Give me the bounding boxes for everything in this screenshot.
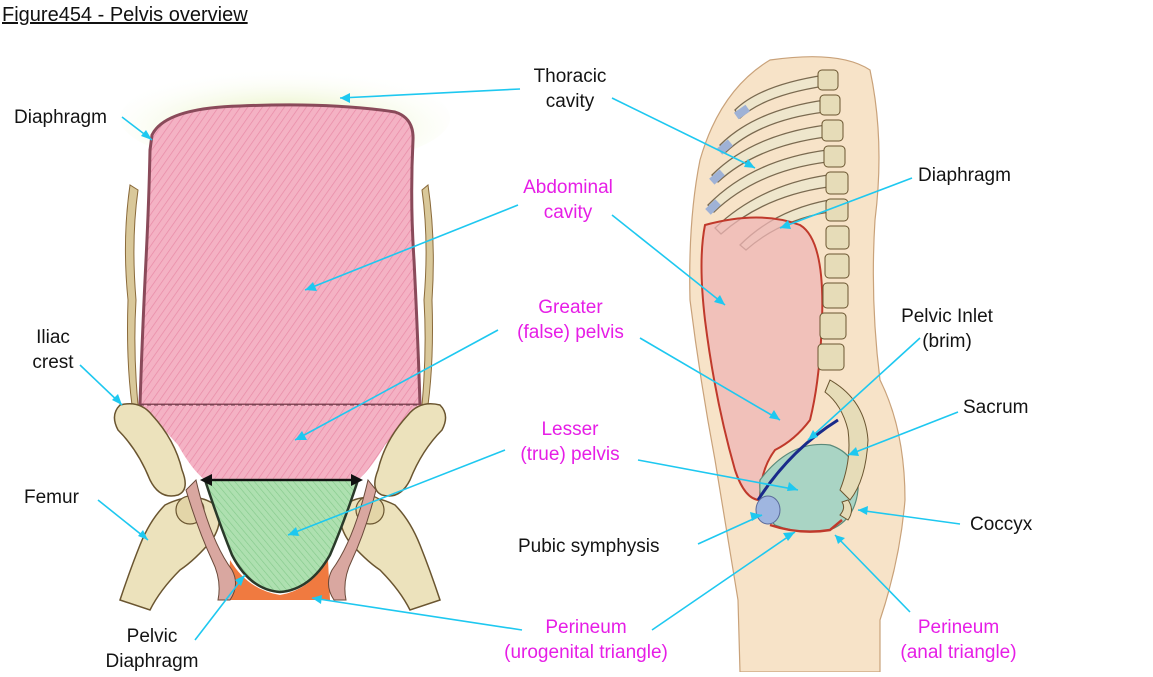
label-lesser-line1: Lesser (541, 419, 599, 440)
lesser-pelvis-region (203, 478, 360, 594)
label-lesser-pelvis: Lesser (true) pelvis (505, 417, 635, 467)
label-perineum-anal-line1: Perineum (917, 617, 1000, 638)
coccyx-bone (839, 499, 852, 521)
label-abdominal-cavity: Abdominal cavity (508, 175, 628, 225)
left-abdominal-wall (124, 184, 139, 406)
coronal-section-figure (113, 68, 450, 611)
label-thoracic-line1: Thoracic (533, 66, 607, 87)
label-greater-pelvis: Greater (false) pelvis (498, 295, 643, 345)
label-pelvic-inlet-line1: Pelvic Inlet (901, 306, 993, 327)
sacrum-bone (824, 379, 869, 501)
label-perineum-anal: Perineum (anal triangle) (886, 615, 1031, 665)
label-diaphragm-left: Diaphragm (14, 107, 107, 128)
label-lesser-line2: (true) pelvis (520, 444, 620, 465)
figure-title: Figure454 - Pelvis overview (2, 4, 248, 26)
perineum-region-left (228, 560, 330, 600)
label-perineum-urogenital: Perineum (urogenital triangle) (486, 615, 686, 665)
label-iliac-line2: crest (32, 352, 74, 373)
label-femur: Femur (24, 487, 79, 508)
label-perineum-urogenital-line1: Perineum (545, 617, 627, 638)
right-abdominal-wall (421, 184, 434, 406)
label-iliac-line1: Iliac (36, 327, 70, 348)
sagittal-section-figure (689, 56, 906, 673)
label-coccyx: Coccyx (970, 514, 1033, 535)
label-pelvic-diaphragm-line1: Pelvic (126, 626, 178, 647)
pelvic-side-wall-left (185, 479, 236, 601)
abdominal-cavity-region (138, 103, 422, 407)
right-ilium (374, 403, 447, 497)
label-thoracic-line2: cavity (545, 91, 595, 112)
abdominal-cavity-sagittal (700, 216, 824, 502)
pelvic-brim-arrow-left (200, 474, 212, 486)
label-abdominal-line2: cavity (543, 202, 593, 223)
pelvic-inlet-line (756, 418, 839, 501)
label-perineum-anal-line2: (anal triangle) (900, 642, 1017, 663)
label-perineum-urogenital-line2: (urogenital triangle) (504, 642, 668, 663)
label-pelvic-diaphragm: Pelvic Diaphragm (92, 624, 212, 674)
label-pelvic-inlet: Pelvic Inlet (brim) (888, 304, 1006, 354)
label-thoracic-cavity: Thoracic cavity (520, 64, 620, 114)
right-femur (339, 496, 441, 611)
perineum-line-sagittal (769, 519, 843, 533)
label-greater-line2: (false) pelvis (517, 322, 624, 343)
left-ilium (113, 403, 186, 497)
label-pelvic-inlet-line2: (brim) (922, 331, 972, 352)
pelvic-brim-arrow-right (351, 474, 363, 486)
label-abdominal-line1: Abdominal (523, 177, 613, 198)
label-pelvic-diaphragm-line2: Diaphragm (105, 651, 199, 672)
leader-lines (79, 88, 961, 641)
pelvic-side-wall-right (328, 478, 377, 601)
label-greater-line1: Greater (538, 297, 603, 318)
label-diaphragm-right: Diaphragm (918, 165, 1011, 186)
label-pubic-symphysis: Pubic symphysis (518, 536, 660, 557)
label-sacrum: Sacrum (963, 397, 1029, 418)
leader-arrowheads (112, 93, 868, 604)
pubic-symphysis-bone (755, 495, 781, 525)
greater-pelvis-region (140, 405, 420, 480)
label-iliac-crest: Iliac crest (26, 325, 80, 375)
